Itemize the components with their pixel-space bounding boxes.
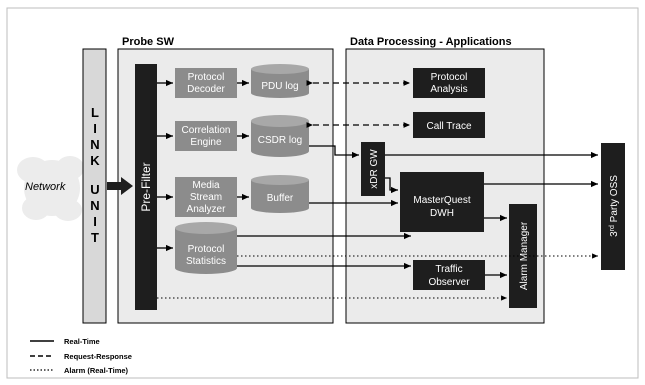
traffic-observer-label: Observer bbox=[428, 277, 470, 288]
buffer-cylinder: Buffer bbox=[251, 175, 309, 213]
protocol-analysis-box bbox=[413, 68, 485, 98]
link-unit-letter: N bbox=[90, 198, 99, 213]
protocol-decoder-label: Decoder bbox=[187, 84, 225, 95]
call-trace-label: Call Trace bbox=[426, 121, 471, 132]
link-unit-box bbox=[82, 48, 107, 324]
masterquest-dwh-label: DWH bbox=[430, 208, 454, 219]
third-party-oss-prefix: 3 bbox=[609, 231, 620, 237]
csdr-log-cylinder: CSDR log bbox=[251, 115, 309, 157]
link-unit-letter: N bbox=[90, 137, 99, 152]
link-unit-letter: T bbox=[91, 230, 99, 245]
protocol-decoder-box bbox=[175, 68, 237, 98]
protocol-statistics-label: Statistics bbox=[186, 256, 226, 267]
masterquest-dwh-box bbox=[400, 172, 484, 232]
realtime-connectors bbox=[157, 79, 598, 279]
legend-realtime: Real-Time bbox=[64, 337, 100, 346]
legend-alarm: Alarm (Real-Time) bbox=[64, 366, 129, 375]
csdr-log-label: CSDR log bbox=[258, 135, 302, 146]
correlation-engine-label: Engine bbox=[190, 137, 222, 148]
traffic-observer-label: Traffic bbox=[435, 264, 462, 275]
call-trace-box bbox=[413, 112, 485, 138]
xdr-gw-label: xDR GW bbox=[369, 149, 380, 189]
media-stream-analyzer-box bbox=[175, 177, 237, 217]
pdu-log-cylinder: PDU log bbox=[251, 64, 309, 98]
protocol-decoder-label: Protocol bbox=[188, 72, 225, 83]
third-party-oss-rest: Party OSS bbox=[609, 175, 620, 225]
legend-request-response: Request-Response bbox=[64, 352, 132, 361]
third-party-oss-box bbox=[601, 143, 625, 270]
network-cloud: Network bbox=[17, 156, 84, 221]
protocol-statistics-label: Protocol bbox=[188, 244, 225, 255]
request-response-connectors bbox=[306, 80, 410, 128]
media-stream-analyzer-label: Analyzer bbox=[187, 204, 227, 215]
buffer-label: Buffer bbox=[267, 193, 294, 204]
media-stream-analyzer-label: Stream bbox=[190, 192, 222, 203]
masterquest-dwh-label: MasterQuest bbox=[413, 195, 470, 206]
alarm-manager-label: Alarm Manager bbox=[519, 221, 530, 290]
media-stream-analyzer-label: Media bbox=[192, 180, 220, 191]
protocol-analysis-label: Analysis bbox=[430, 84, 467, 95]
protocol-analysis-label: Protocol bbox=[431, 72, 468, 83]
link-unit-letter: K bbox=[90, 153, 100, 168]
link-unit-letter: I bbox=[93, 121, 97, 136]
legend: Real-Time Request-Response Alarm (Real-T… bbox=[30, 337, 132, 375]
data-processing-title: Data Processing - Applications bbox=[350, 36, 512, 48]
link-unit-letter: L bbox=[91, 105, 99, 120]
link-unit-letter: U bbox=[90, 182, 99, 197]
third-party-oss-sup: rd bbox=[609, 225, 616, 231]
connector bbox=[309, 145, 359, 159]
prefilter-bar bbox=[135, 64, 157, 310]
ingest-arrow bbox=[107, 177, 133, 195]
xdr-gw-box bbox=[361, 142, 385, 196]
prefilter-label: Pre-Filter bbox=[139, 162, 153, 211]
pdu-log-label: PDU log bbox=[261, 81, 298, 92]
network-label: Network bbox=[25, 181, 66, 193]
connector bbox=[385, 177, 398, 194]
third-party-oss-label: 3rd Party OSS bbox=[609, 175, 620, 237]
link-unit-letters: L I N K U N I T bbox=[90, 105, 100, 245]
link-unit-letter: I bbox=[93, 214, 97, 229]
alarm-connectors bbox=[157, 253, 598, 301]
protocol-statistics-cylinder: Protocol Statistics bbox=[175, 222, 237, 274]
probe-sw-title: Probe SW bbox=[122, 36, 175, 48]
traffic-observer-box bbox=[413, 260, 485, 290]
correlation-engine-box bbox=[175, 121, 237, 151]
correlation-engine-label: Correlation bbox=[182, 125, 231, 136]
